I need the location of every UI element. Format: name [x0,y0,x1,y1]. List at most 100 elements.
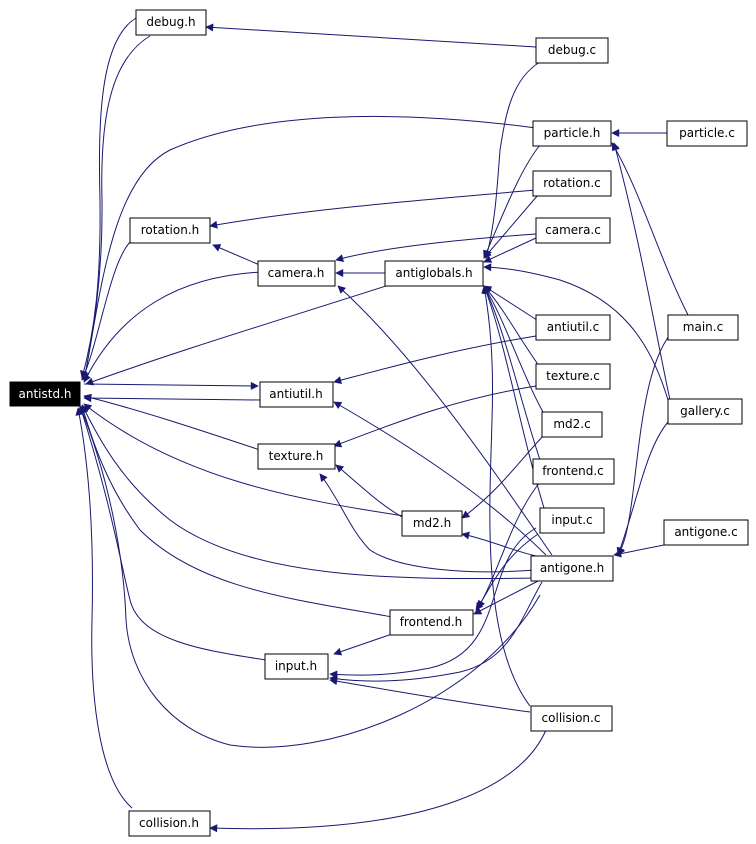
node-label: antigone.c [674,525,737,539]
node-label: texture.h [269,449,324,463]
node-label: particle.c [679,126,735,140]
edge-main-c-particle-h [611,142,689,316]
edge-md2-h-antistd-h [83,403,405,517]
node-label: input.c [551,513,592,527]
edge-rotation-c-rotation-h [209,189,537,229]
edge-antigone-c-antigone-h [613,544,665,558]
edge-antigone-h-input-h [329,581,543,683]
edge-frontend-c-frontend-h [477,481,541,609]
node-md2-h[interactable]: md2.h [401,510,463,537]
edge-collision-c-input-h [329,677,531,713]
node-gallery-c[interactable]: gallery.c [667,398,743,425]
node-antigone-c[interactable]: antigone.c [663,519,749,546]
node-input-c[interactable]: input.c [539,507,605,534]
node-label: antistd.h [19,387,72,401]
node-antiglobals-h[interactable]: antiglobals.h [384,260,484,287]
node-antiutil-c[interactable]: antiutil.c [535,314,611,341]
edge-antigone-h-frontend-h [473,579,541,615]
node-label: rotation.c [543,176,600,190]
edge-antigone-h-md2-h [461,531,537,557]
edge-md2-c-md2-h [461,433,546,519]
edges [75,17,689,833]
node-antiutil-h[interactable]: antiutil.h [259,381,334,408]
node-particle-c[interactable]: particle.c [666,120,748,147]
edge-texture-h-antistd-h [83,393,261,451]
node-texture-c[interactable]: texture.c [535,363,611,390]
node-rotation-c[interactable]: rotation.c [532,170,612,197]
edge-input-h-antistd-h [78,405,267,661]
node-particle-h[interactable]: particle.h [532,120,612,147]
edge-camera-c-camera-h [335,233,537,262]
edge-main-c-antigone-h [617,329,675,556]
node-input-h[interactable]: input.h [264,653,329,680]
edge-debug-c-antiglobals-h [484,61,541,259]
edge-input-c-input-h [329,527,537,679]
node-main-c[interactable]: main.c [667,314,739,341]
node-label: rotation.h [141,223,199,237]
node-label: antiglobals.h [395,266,472,280]
node-label: antiutil.c [547,320,599,334]
edge-antiutil-h-antistd-h [83,394,261,403]
edge-md2-c-antiglobals-h [483,285,545,415]
node-rotation-h[interactable]: rotation.h [129,217,211,244]
node-camera-c[interactable]: camera.c [535,217,611,244]
node-label: md2.c [553,417,590,431]
edge-gallery-c-antigone-h [616,421,669,556]
edge-antiutil-c-antiglobals-h [483,285,541,323]
node-label: md2.h [413,516,451,530]
node-antistd-h[interactable]: antistd.h [9,381,81,407]
node-label: collision.c [542,711,601,725]
edge-texture-c-texture-h [333,385,537,448]
node-label: antigone.h [540,561,604,575]
edge-collision-c-antiglobals-h [481,285,531,707]
node-frontend-h[interactable]: frontend.h [389,609,474,636]
edge-rotation-c-antiglobals-h [483,194,539,259]
edge-antigone-h-antistd-h [81,404,537,580]
edge-antigone-h-texture-h [319,473,537,573]
edge-collision-c-collision-h [209,729,547,833]
edge-frontend-h-antistd-h [80,405,393,618]
node-debug-c[interactable]: debug.c [535,37,609,64]
node-label: main.c [683,320,723,334]
edge-rotation-h-antistd-h [81,239,133,381]
nodes: antistd.h debug.h debug.c particle.h par… [9,9,749,837]
edge-gallery-c-antiglobals-h [483,263,669,401]
node-debug-h[interactable]: debug.h [135,9,207,36]
edge-camera-h-antistd-h [83,271,263,383]
edge-texture-c-antiglobals-h [483,285,543,371]
edge-collision-h-antistd-h [75,407,133,809]
edge-collision-c-antistd-h [78,405,541,748]
edge-input-c-frontend-h [475,533,539,611]
edge-debug-c-antistd-h [80,17,137,379]
node-collision-c[interactable]: collision.c [530,705,613,732]
node-label: frontend.h [400,615,463,629]
edge-antiglobals-h-antistd-h [85,285,387,386]
edge-camera-c-antiglobals-h [483,237,537,263]
edge-debug-h-antistd-h [81,35,151,381]
node-md2-c[interactable]: md2.c [541,411,603,438]
edge-antigone-h-camera-h [337,285,553,556]
node-label: particle.h [544,126,601,140]
node-label: camera.h [268,266,325,280]
node-label: collision.h [139,816,199,830]
edge-camera-h-rotation-h [212,244,263,267]
edge-antistd-h-antiutil-h [83,381,259,390]
node-camera-h[interactable]: camera.h [257,260,336,287]
node-label: camera.c [545,223,601,237]
node-label: input.h [275,659,317,673]
edge-antigone-h-antiutil-h [333,401,547,556]
edge-particle-h-antiglobals-h [483,144,541,259]
node-label: gallery.c [680,404,730,418]
node-label: debug.h [146,15,195,29]
node-antigone-h[interactable]: antigone.h [530,555,614,582]
node-label: debug.c [548,43,596,57]
edge-frontend-h-input-h [333,633,393,656]
node-frontend-c[interactable]: frontend.c [532,458,615,485]
edge-particle-h-antistd-h [81,115,537,381]
node-collision-h[interactable]: collision.h [128,810,211,837]
node-label: antiutil.h [269,387,322,401]
edge-debug-c-debug-h [205,23,537,48]
edge-gallery-c-particle-h [611,142,671,401]
node-texture-h[interactable]: texture.h [257,443,336,470]
